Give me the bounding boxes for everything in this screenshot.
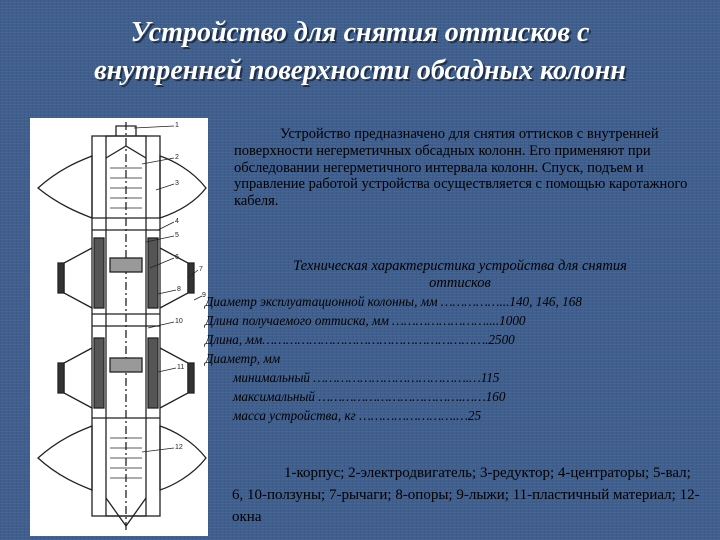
upper-centralizer [37, 155, 93, 219]
device-schematic: 1 2 3 4 5 6 7 8 9 10 11 12 [37, 122, 207, 532]
spec-heading-line-1: Техническая характеристика устройства дл… [293, 258, 627, 274]
figure-legend: 1-корпус; 2-электродвигатель; 3-редуктор… [232, 465, 700, 525]
spec-row-casing-diameter: Диаметр эксплуатационной колонны, мм ………… [205, 294, 582, 309]
figure-label-7: 7 [199, 266, 203, 273]
spec-row-length: Длина, мм………………………………………………….2500 [205, 332, 515, 347]
figure-label-4: 4 [175, 218, 179, 225]
levers-upper [63, 247, 93, 309]
levers-lower [63, 347, 93, 409]
spec-list: Диаметр эксплуатационной колонны, мм ………… [205, 292, 705, 425]
spec-row-diameter-max: максимальный ……………………………….……160 [233, 389, 506, 404]
figure-label-10: 10 [175, 318, 183, 325]
figure-label-2: 2 [175, 154, 179, 161]
spec-row-diameter: Диаметр, мм [205, 351, 281, 366]
figure-label-1: 1 [175, 122, 179, 129]
figure-label-11: 11 [177, 364, 184, 371]
slide-title: Устройство для снятия оттисков с внутрен… [0, 14, 720, 90]
device-description: Устройство предназначено для снятия отти… [234, 126, 688, 210]
title-line-2: внутренней поверхности обсадных колонн [94, 55, 626, 86]
title-line-1: Устройство для снятия оттисков с [130, 17, 590, 48]
figure-label-12: 12 [175, 444, 183, 451]
spec-row-print-length: Длина получаемого оттиска, мм ……………………..… [205, 313, 526, 328]
figure-label-8: 8 [177, 286, 181, 293]
figure-label-3: 3 [175, 180, 179, 187]
lower-centralizer [37, 425, 93, 491]
spec-row-diameter-min: минимальный ………………………………….…115 [233, 370, 500, 385]
figure-label-9: 9 [202, 292, 206, 299]
spec-heading: Техническая характеристика устройства дл… [212, 258, 708, 292]
spec-row-mass: масса устройства, кг …………………….…25 [233, 408, 482, 423]
figure-label-5: 5 [175, 232, 179, 239]
figure-label-6: 6 [175, 254, 179, 261]
device-drawing: 1 2 3 4 5 6 7 8 9 10 11 12 [30, 118, 208, 536]
spec-heading-line-2: оттисков [429, 275, 491, 291]
